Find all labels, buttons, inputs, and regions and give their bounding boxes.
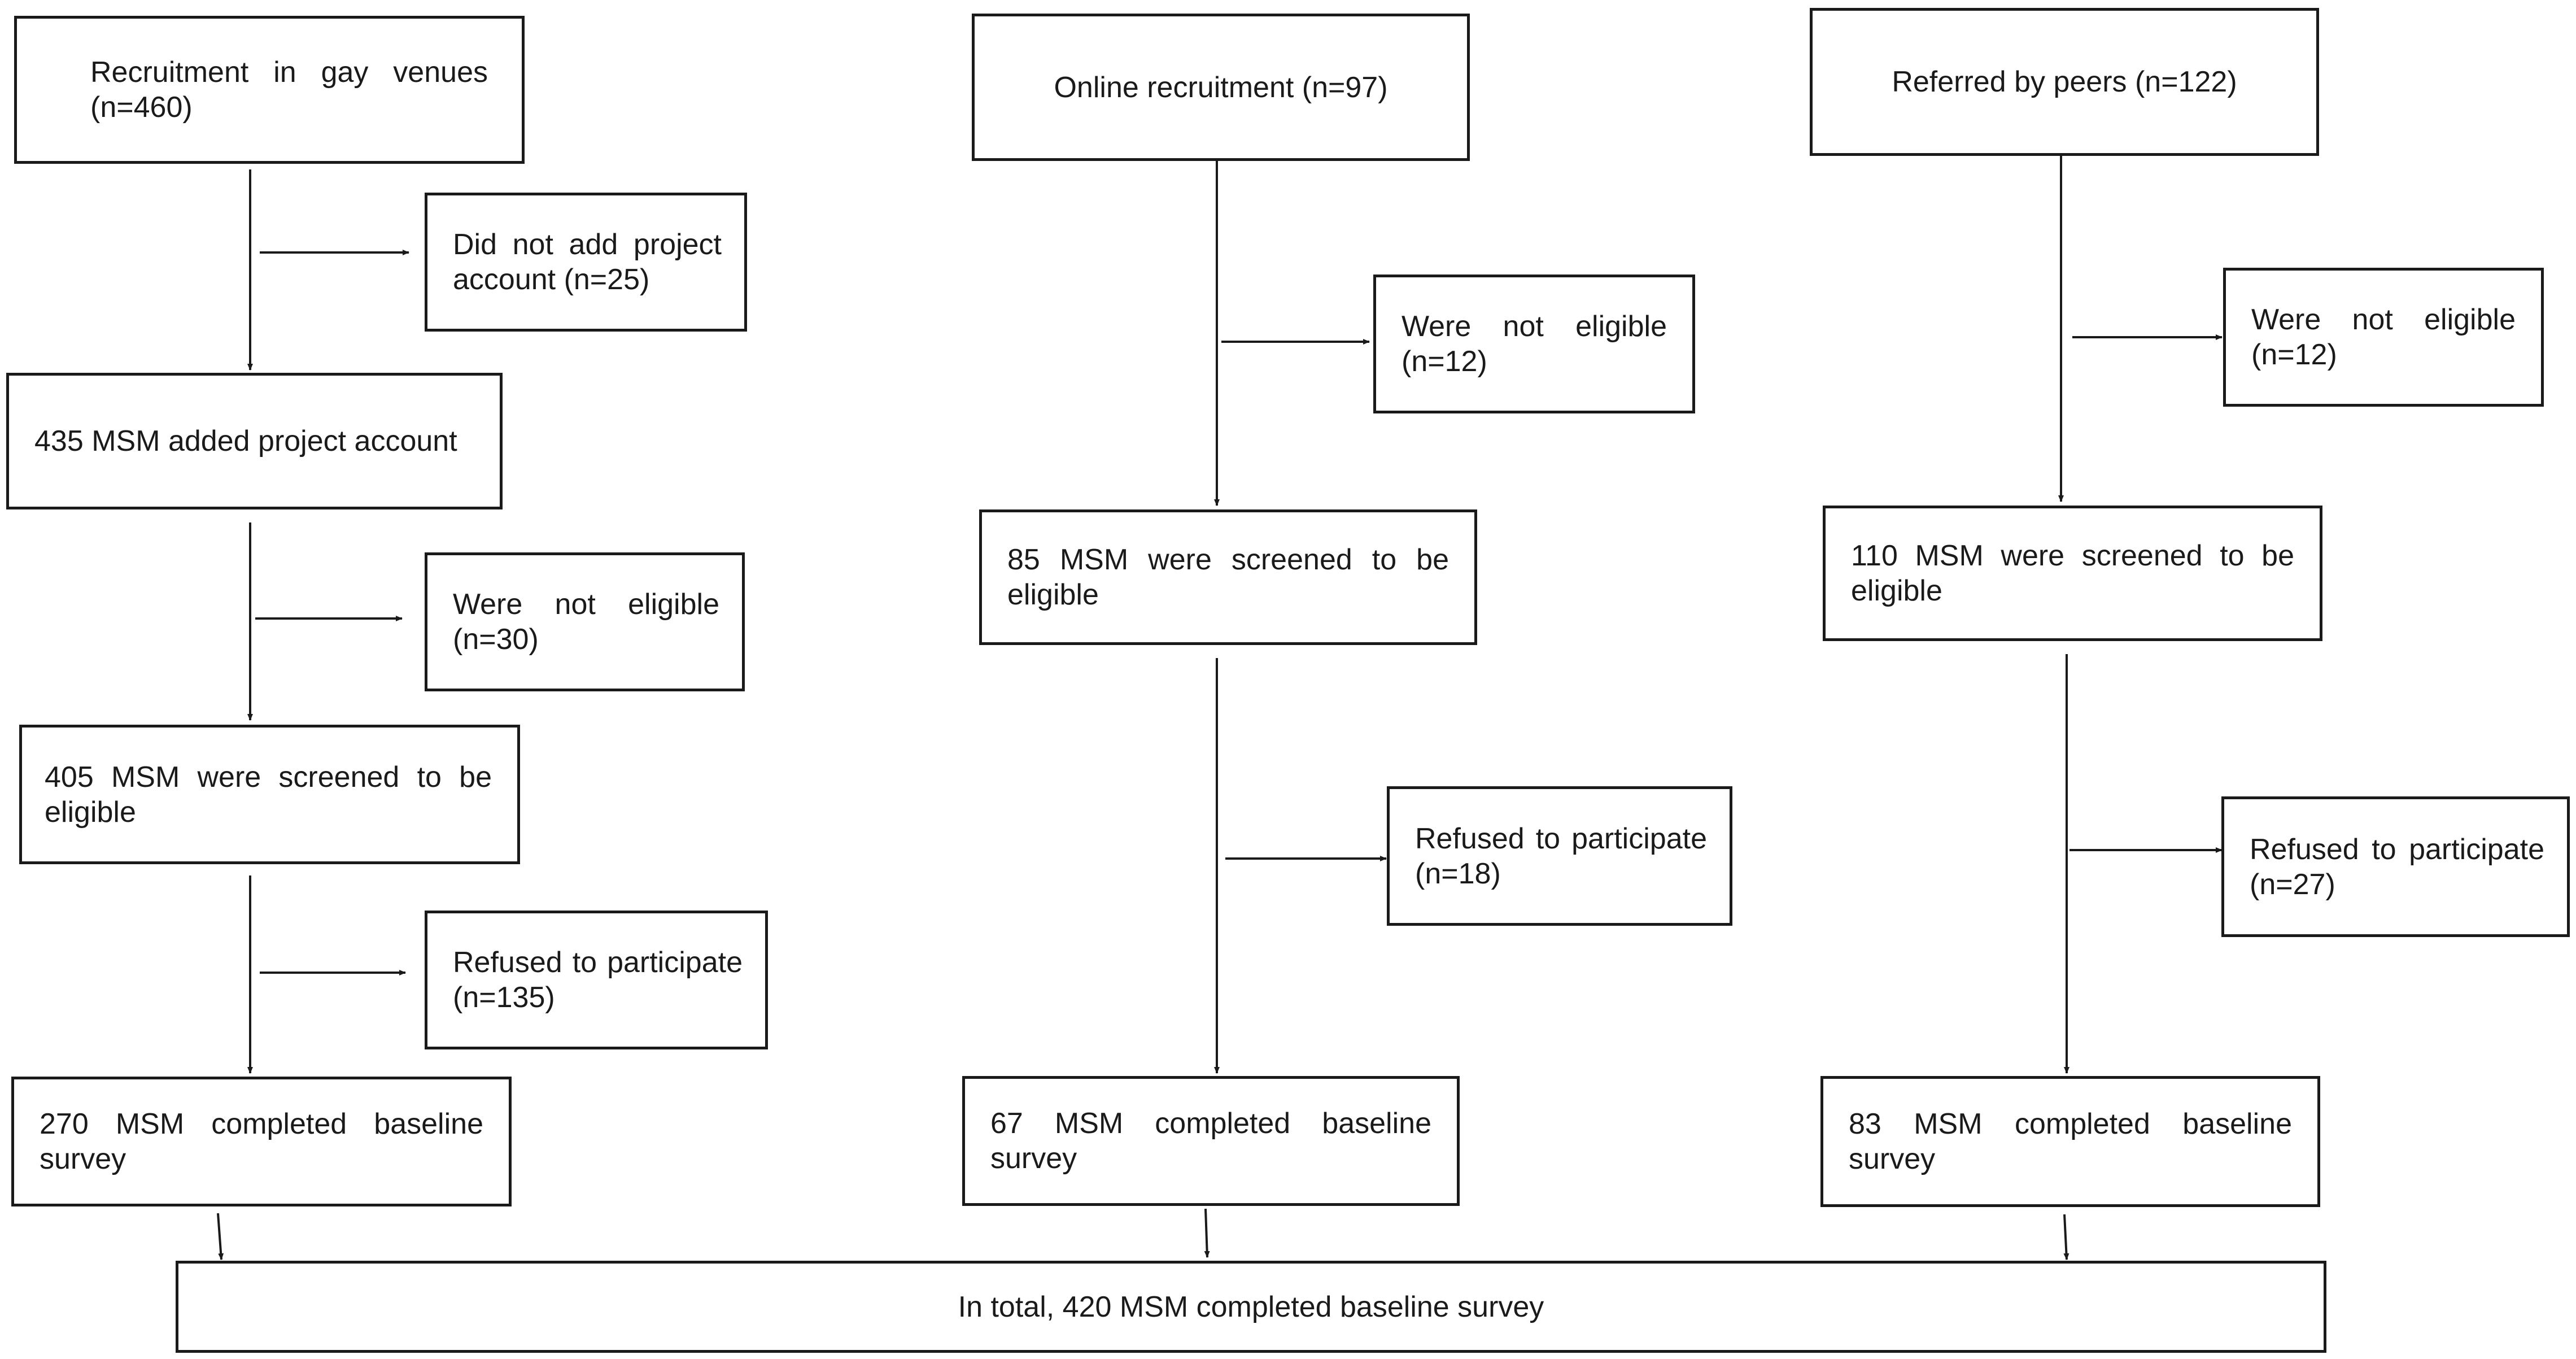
venues-not-eligible-label: Were not eligible (n=30)	[453, 588, 719, 656]
peers-not-eligible-box: Were not eligible (n=12)	[2223, 268, 2544, 407]
venues-screened-label: 405 MSM were screened to be eligible	[45, 760, 492, 829]
online-screened-label: 85 MSM were screened to be eligible	[1007, 543, 1449, 611]
peers-refused-label: Refused to participate (n=27)	[2250, 833, 2544, 901]
arrow-online-to-total	[1204, 1208, 1210, 1258]
arrow-venues-to-total	[217, 1213, 224, 1260]
online-recruit-label: Online recruitment (n=97)	[1054, 71, 1388, 104]
venues-refused-box: Refused to participate (n=135)	[425, 911, 768, 1049]
online-screened-box: 85 MSM were screened to be eligible	[979, 509, 1477, 645]
total-box: In total, 420 MSM completed baseline sur…	[176, 1261, 2326, 1353]
peers-completed-label: 83 MSM completed baseline survey	[1849, 1108, 2292, 1175]
peers-recruit-box: Referred by peers (n=122)	[1810, 8, 2319, 156]
peers-screened-box: 110 MSM were screened to be eligible	[1823, 506, 2322, 641]
venues-completed-label: 270 MSM completed baseline survey	[40, 1108, 483, 1175]
venues-no-account-box: Did not add project account (n=25)	[425, 193, 747, 332]
venues-recruit-box: Recruitment in gay venues (n=460)	[14, 16, 525, 164]
venues-recruit-label: Recruitment in gay venues (n=460)	[90, 56, 488, 124]
venues-added-box: 435 MSM added project account	[6, 373, 503, 509]
venues-screened-box: 405 MSM were screened to be eligible	[19, 725, 520, 864]
online-not-eligible-box: Were not eligible (n=12)	[1373, 275, 1695, 413]
arrow-peers-to-total	[2063, 1214, 2069, 1260]
online-refused-label: Refused to participate (n=18)	[1415, 822, 1707, 890]
peers-not-eligible-label: Were not eligible (n=12)	[2251, 303, 2516, 371]
venues-refused-label: Refused to participate (n=135)	[453, 946, 743, 1014]
venues-no-account-label: Did not add project account (n=25)	[453, 228, 722, 296]
online-recruit-box: Online recruitment (n=97)	[972, 14, 1470, 161]
online-refused-box: Refused to participate (n=18)	[1387, 786, 1732, 926]
peers-screened-label: 110 MSM were screened to be eligible	[1851, 539, 2294, 607]
online-not-eligible-label: Were not eligible (n=12)	[1401, 310, 1667, 378]
peers-refused-box: Refused to participate (n=27)	[2221, 796, 2570, 937]
peers-recruit-label: Referred by peers (n=122)	[1892, 66, 2237, 98]
peers-completed-box: 83 MSM completed baseline survey	[1820, 1076, 2320, 1207]
venues-added-label: 435 MSM added project account	[34, 425, 457, 458]
online-completed-box: 67 MSM completed baseline survey	[962, 1076, 1460, 1206]
venues-completed-box: 270 MSM completed baseline survey	[11, 1077, 512, 1206]
online-completed-label: 67 MSM completed baseline survey	[990, 1107, 1431, 1175]
venues-not-eligible-box: Were not eligible (n=30)	[425, 552, 745, 691]
total-label: In total, 420 MSM completed baseline sur…	[958, 1290, 1544, 1323]
